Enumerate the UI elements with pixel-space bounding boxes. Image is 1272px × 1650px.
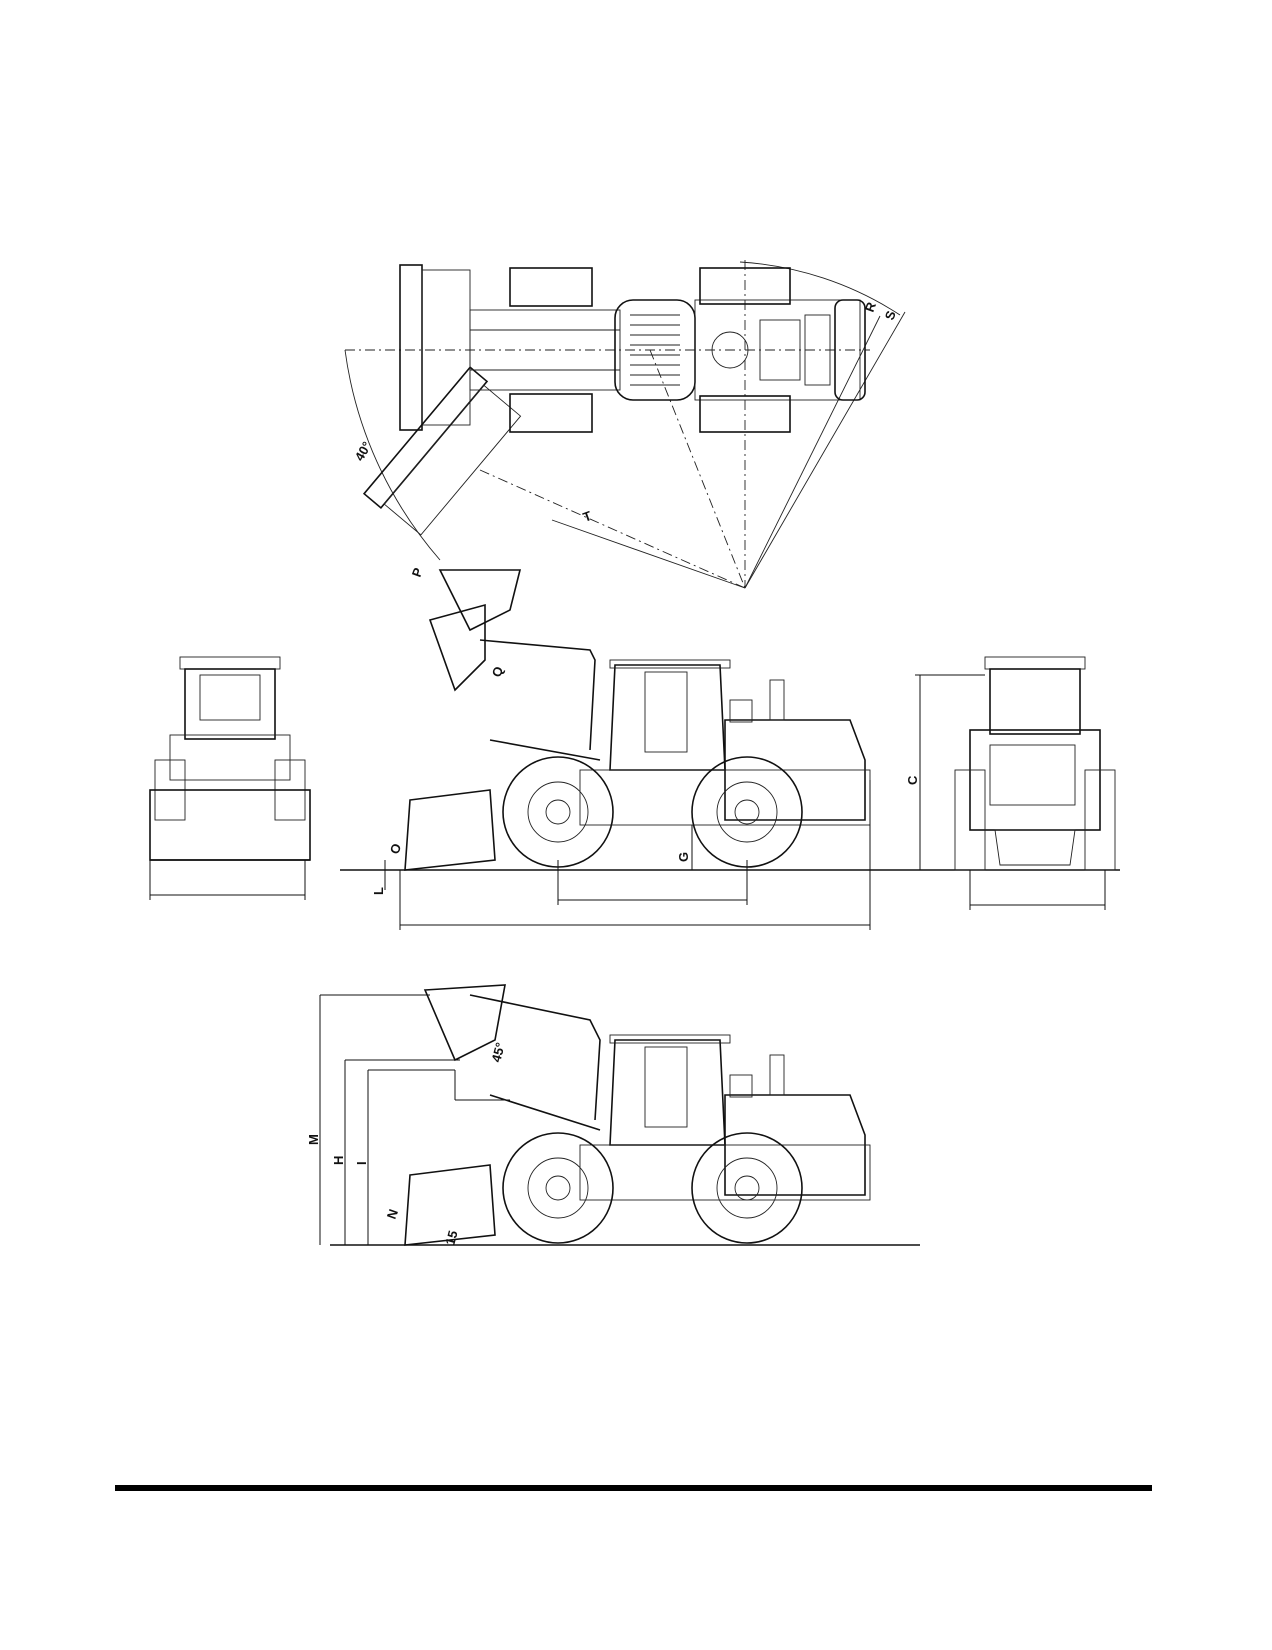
footer-rule — [115, 1485, 1152, 1491]
top-front-frame — [469, 309, 621, 391]
label-n: N — [384, 1207, 401, 1221]
label-q: Q — [489, 664, 507, 679]
rear-tire-right — [1084, 769, 1116, 871]
exhaust-stack — [769, 679, 785, 721]
top-rear-tire-left — [699, 267, 791, 305]
lowered-bucket — [404, 789, 496, 871]
top-front-tire-left — [509, 267, 593, 307]
top-counterweight — [834, 299, 866, 401]
top-bucket-angled — [362, 366, 522, 536]
label-m: M — [306, 1134, 321, 1145]
side-front-wheel-2 — [502, 1132, 614, 1244]
side-cab-2 — [609, 1039, 726, 1146]
side-view: P Q O L G — [340, 565, 1120, 930]
boom-arm-upper — [479, 639, 596, 751]
rear-engine — [989, 744, 1076, 806]
label-p: P — [409, 565, 426, 579]
side-rear-wheel-2 — [691, 1132, 803, 1244]
label-o: O — [387, 841, 405, 856]
rear-cab — [989, 668, 1081, 735]
raised-bucket-max — [423, 984, 506, 1062]
label-l: L — [371, 887, 386, 895]
side-front-wheel — [502, 756, 614, 868]
radius-line-r — [744, 315, 881, 589]
side-rear-wheel — [691, 756, 803, 868]
front-bucket — [149, 789, 311, 861]
label-g: G — [676, 852, 691, 862]
label-angle-40: 40° — [352, 439, 375, 464]
label-angle-15: 15 — [442, 1229, 460, 1247]
radius-line-t — [551, 519, 746, 589]
top-bucket-back — [421, 269, 471, 426]
label-angle-45: 45° — [488, 1041, 508, 1064]
rear-cab-roof — [984, 656, 1086, 670]
boom-arm-lower — [489, 739, 601, 761]
label-t: T — [581, 508, 594, 525]
diag-axis-2 — [649, 349, 746, 589]
side-cab — [609, 664, 726, 771]
radius-line-s — [744, 311, 906, 589]
front-view — [149, 656, 311, 900]
top-rear-tire-right — [699, 395, 791, 433]
top-rear-frame — [694, 299, 861, 401]
label-i: I — [354, 1161, 369, 1165]
top-view: R S T 40° — [344, 260, 906, 589]
side-view-raised: M H I N 45° 15 — [306, 984, 920, 1247]
turning-arc-front — [344, 349, 441, 561]
top-front-tire-right — [509, 393, 593, 433]
label-h: H — [331, 1156, 346, 1165]
boom-raised — [469, 994, 601, 1121]
front-cab-roof — [179, 656, 281, 670]
side-engine-hood-2 — [724, 1094, 866, 1196]
side-engine-hood — [724, 719, 866, 821]
rear-view: C — [905, 656, 1116, 910]
diag-axis — [479, 469, 746, 589]
label-s: S — [882, 308, 899, 322]
top-bucket-straight — [399, 264, 423, 431]
front-cab — [184, 668, 276, 740]
turning-arc-rear — [739, 261, 901, 316]
side-cab-door — [644, 671, 688, 753]
raised-bucket-p — [428, 569, 522, 692]
lowered-bucket-2 — [404, 1164, 496, 1246]
front-frame — [169, 734, 291, 781]
label-c: C — [905, 775, 920, 785]
